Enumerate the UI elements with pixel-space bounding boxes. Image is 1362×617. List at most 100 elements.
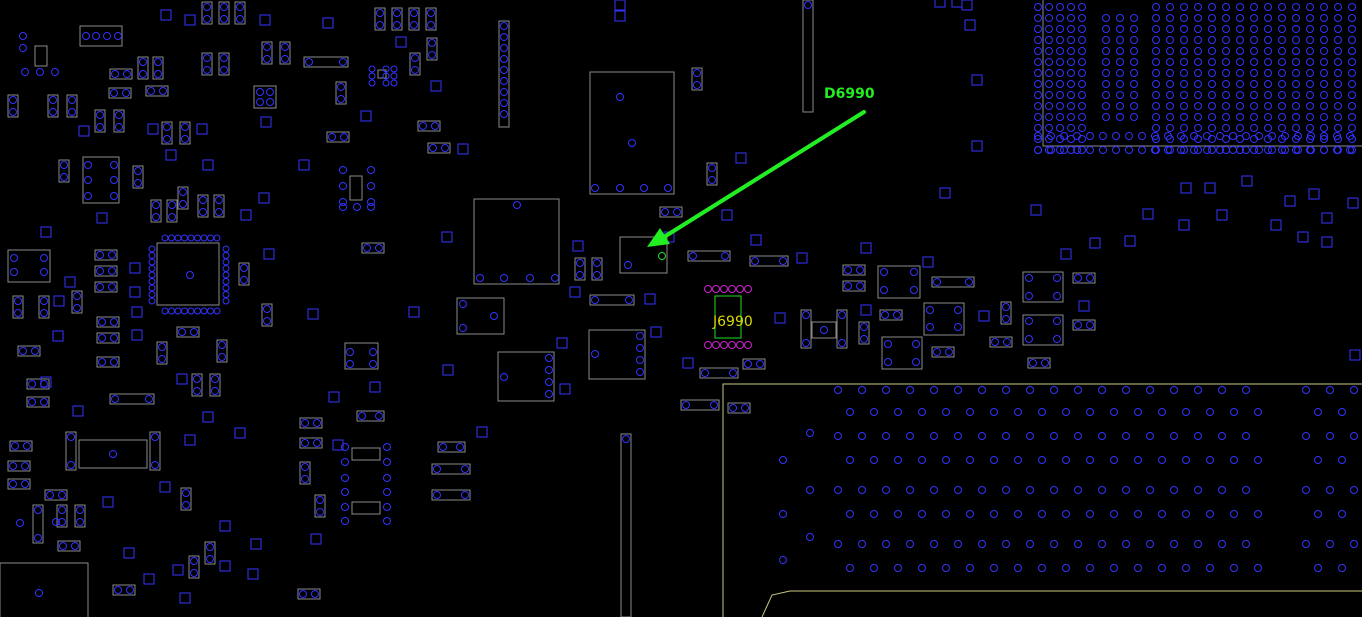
pad [894,564,902,572]
component-outline [26,378,50,390]
pad [1056,69,1064,77]
pad [1250,58,1258,66]
pad [1078,80,1086,88]
pad [110,161,118,169]
via-pad [129,262,141,274]
pad [411,66,419,74]
component-outline [691,67,703,91]
pad [1134,510,1142,518]
pad [1255,146,1263,154]
pad [1102,36,1110,44]
pad [545,366,553,374]
component-outline [34,45,48,67]
callout-arrow-head [647,228,670,247]
pad [1078,25,1086,33]
component-outline [161,121,173,145]
pad [23,442,31,450]
via-pad [184,14,196,26]
j6990-outline[interactable] [714,295,742,339]
pad [341,443,349,451]
pad [1320,69,1328,77]
component-outline [156,242,220,306]
pad [98,358,106,366]
component-outline [71,290,83,314]
pad [1152,69,1160,77]
pad [96,111,104,119]
component-outline [727,402,751,414]
pad [1158,564,1166,572]
j6990-pad [744,285,752,293]
pad [856,266,864,274]
pad [206,543,214,551]
pad [353,203,361,211]
pad [1045,3,1053,11]
pad [1218,432,1226,440]
pad [1014,408,1022,416]
pad [802,311,810,319]
j6990-pad [744,341,752,349]
pad [439,443,447,451]
j6990-connector[interactable]: J6990 [704,285,753,349]
pad [893,311,901,319]
component-outline [137,56,149,80]
pad [161,234,169,242]
pad [163,123,171,131]
pad [159,87,167,95]
pad [708,164,716,172]
pad [636,332,644,340]
pad [1320,47,1328,55]
pad [1278,91,1286,99]
pad [1320,58,1328,66]
pad [236,3,244,11]
pad [918,564,926,572]
pad [428,39,436,47]
pad [110,89,118,97]
pad [930,486,938,494]
d6990-component[interactable] [619,236,668,274]
pad [500,88,508,96]
pad [1125,146,1133,154]
pad [1292,25,1300,33]
pad [31,347,39,355]
pad [1098,486,1106,494]
pad [500,110,508,118]
pad [918,456,926,464]
pad [1116,14,1124,22]
pad [1254,456,1262,464]
pad [1034,91,1042,99]
j6990-pad [736,341,744,349]
d6990-outline[interactable] [619,236,668,274]
pad [358,412,366,420]
pad [1326,486,1334,494]
pad [1194,14,1202,22]
pad [1326,386,1334,394]
pad [1242,146,1250,154]
component-outline [426,37,438,61]
via-pad [1030,204,1042,216]
pad [1203,146,1211,154]
pad [500,99,508,107]
pad [1194,58,1202,66]
pad [640,184,648,192]
pad [1302,486,1310,494]
pad [1264,124,1272,132]
pad [912,340,920,348]
pad [966,456,974,464]
pad [1170,386,1178,394]
pad [114,586,122,594]
pad [263,43,271,51]
component-outline [742,358,766,370]
pad [500,373,508,381]
pad [1334,36,1342,44]
pad [1307,132,1315,140]
pad [1152,113,1160,121]
via-pad [202,411,214,423]
pad [1056,80,1064,88]
pad [1208,91,1216,99]
pad [84,192,92,200]
pad [966,408,974,416]
via-pad [72,405,84,417]
pad [52,518,60,526]
pad [1152,3,1160,11]
